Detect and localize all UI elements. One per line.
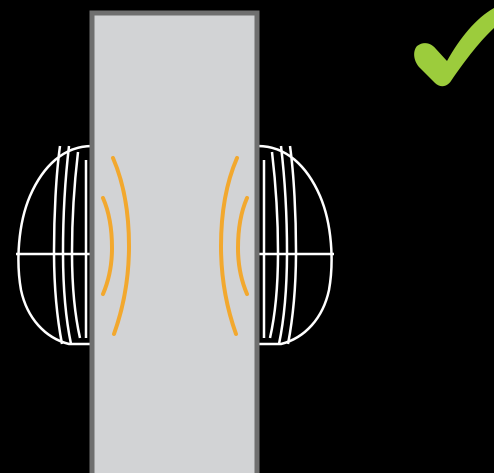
- right-mouse-side-line: [286, 145, 298, 345]
- right-mouse-icon: [256, 144, 333, 346]
- right-mouse-inner-line-1: [277, 145, 289, 345]
- partition-panel: [89, 10, 260, 473]
- right-signal-arc-outer: [218, 156, 239, 336]
- checkmark-shape: [414, 8, 494, 87]
- left-signal-arc-outer: [111, 156, 132, 336]
- left-signal-arc-inner: [101, 196, 115, 296]
- right-mouse-inner-line-2: [268, 151, 280, 339]
- left-mouse-inner-line-1: [61, 145, 73, 345]
- left-mouse-inner-line-2: [70, 151, 82, 339]
- left-mouse-icon: [17, 144, 94, 346]
- signal-waves: [101, 156, 249, 336]
- left-mouse-side-line: [52, 145, 64, 345]
- left-device-group: [16, 144, 94, 346]
- right-signal-arc-inner: [235, 196, 249, 296]
- checkmark-icon: [414, 8, 494, 87]
- right-device-group: [256, 144, 334, 346]
